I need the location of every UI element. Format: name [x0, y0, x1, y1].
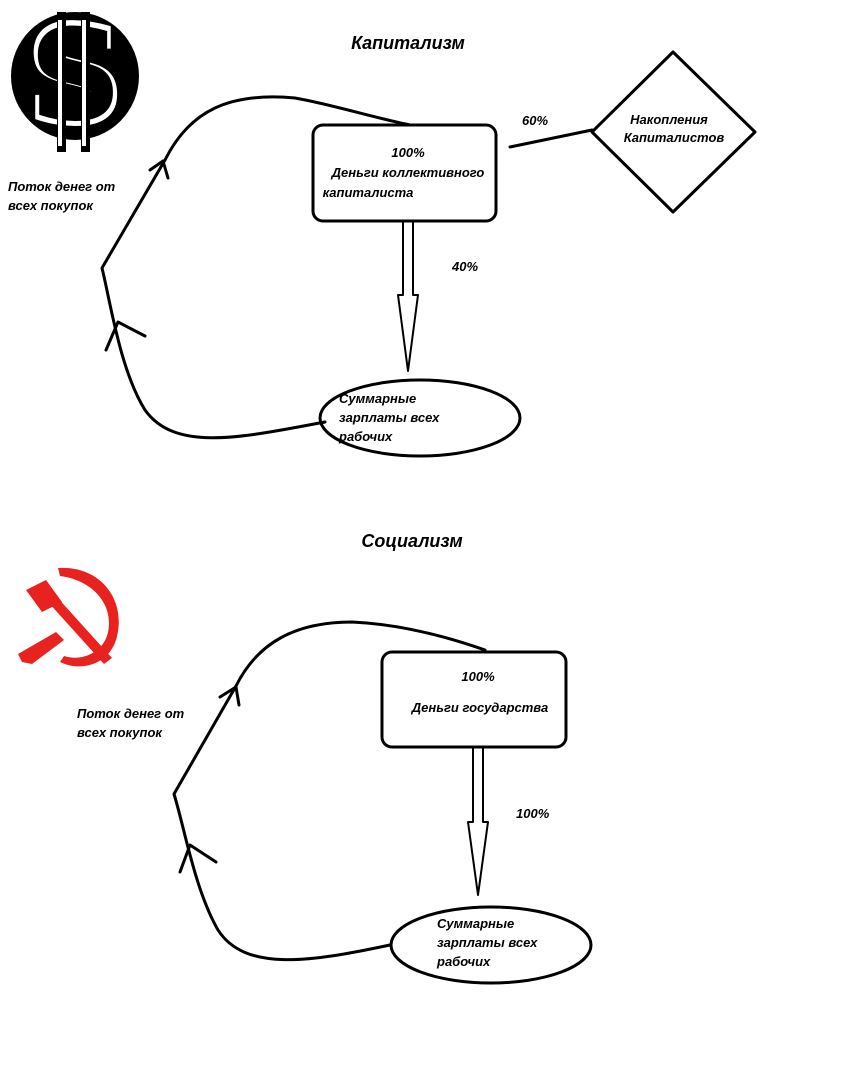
capitalism-down-arrow [397, 222, 419, 372]
svg-text:Суммарные: Суммарные [339, 391, 416, 406]
socialism-down-arrow [467, 748, 489, 896]
svg-text:Капиталистов: Капиталистов [624, 130, 725, 145]
capitalism-title: Капитализм [351, 33, 465, 53]
svg-text:S: S [24, 0, 125, 158]
svg-text:всех покупок: всех покупок [8, 198, 94, 213]
svg-text:зарплаты всех: зарплаты всех [437, 935, 538, 950]
svg-text:рабочих: рабочих [436, 954, 491, 969]
capitalism-60-percent: 60% [522, 113, 548, 128]
svg-text:всех покупок: всех покупок [77, 725, 163, 740]
capitalism-money-loop [100, 95, 412, 440]
capitalism-loop-arrowhead-lower [104, 320, 147, 352]
capitalism-wages-ellipse: Суммарные зарплаты всех рабочих [318, 378, 522, 458]
svg-text:100%: 100% [461, 669, 495, 684]
socialism-100-percent: 100% [516, 806, 550, 821]
capitalism-loop-arrowhead-upper [148, 159, 170, 180]
socialism-money-loop [172, 620, 487, 962]
dollar-sign-icon: S S [11, 0, 139, 158]
socialism-title: Социализм [361, 531, 462, 551]
svg-text:Поток денег от: Поток денег от [77, 706, 185, 721]
svg-text:зарплаты всех: зарплаты всех [339, 410, 440, 425]
svg-text:Деньги коллективного: Деньги коллективного [331, 165, 485, 180]
svg-text:Накопления: Накопления [630, 112, 708, 127]
socialism-flow-label: Поток денег от всех покупок [77, 706, 185, 740]
svg-text:S: S [30, 1, 121, 149]
state-money-box: 100% Деньги государства [380, 650, 568, 749]
svg-text:Деньги государства: Деньги государства [411, 700, 548, 715]
svg-text:Суммарные: Суммарные [437, 916, 514, 931]
socialism-loop-arrowhead-upper [218, 685, 241, 707]
svg-text:рабочих: рабочих [338, 429, 393, 444]
hammer-and-sickle-icon [18, 567, 119, 667]
svg-text:капиталиста: капиталиста [323, 185, 414, 200]
capitalism-to-accumulation-line [508, 128, 594, 149]
socialism-wages-ellipse: Суммарные зарплаты всех рабочих [389, 905, 593, 985]
capitalism-flow-label: Поток денег от всех покупок [8, 179, 116, 213]
socialism-loop-arrowhead-lower [178, 843, 218, 874]
capitalist-money-box: 100% Деньги коллективного капиталиста [311, 123, 498, 223]
capitalist-accumulation-diamond: Накопления Капиталистов [590, 50, 757, 214]
capitalism-40-percent: 40% [451, 259, 478, 274]
svg-text:100%: 100% [391, 145, 425, 160]
svg-text:Поток денег от: Поток денег от [8, 179, 116, 194]
